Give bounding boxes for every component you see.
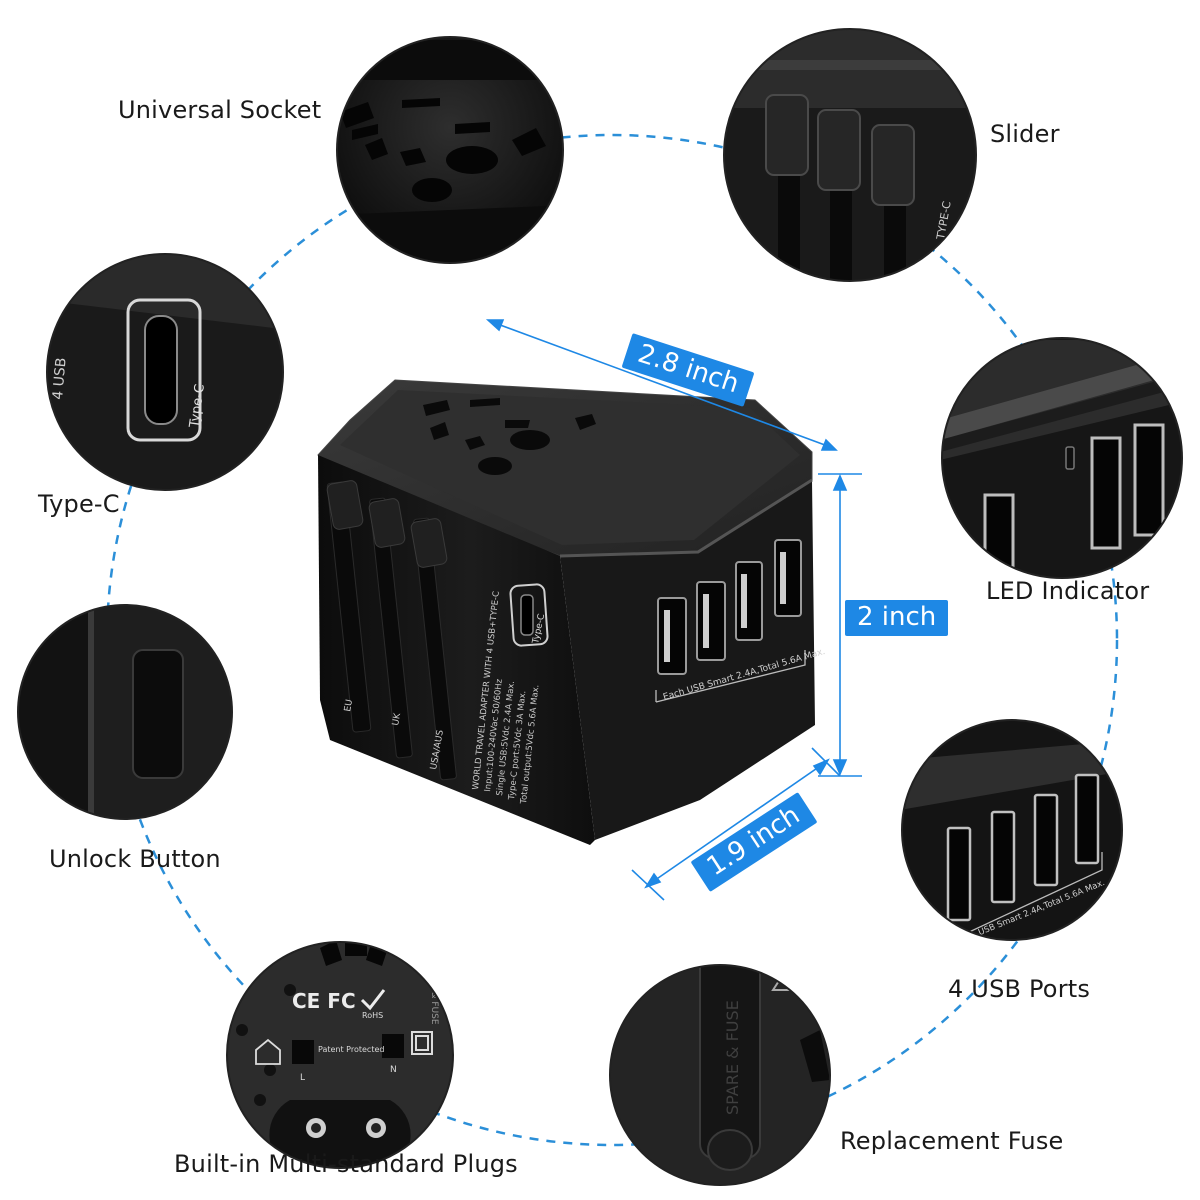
led-indicator-closeup — [941, 337, 1183, 579]
dimension-arrows — [485, 319, 862, 901]
label-unlock-button: Unlock Button — [49, 845, 221, 873]
label-slider: Slider — [990, 120, 1060, 148]
cert-marks: CE FC — [292, 989, 356, 1013]
usb-fragment-text: 4 USB — [50, 357, 70, 400]
universal-socket-closeup — [336, 36, 564, 264]
label-builtin-plugs: Built-in Multi-standard Plugs — [174, 1150, 518, 1178]
dimension-height: 2 inch — [845, 600, 949, 636]
label-led-indicator: LED Indicator — [986, 577, 1150, 605]
replacement-fuse-closeup: SPARE & FUSE — [609, 964, 831, 1186]
label-universal-socket: Universal Socket — [118, 96, 322, 124]
patent-text: Patent Protected — [318, 1045, 384, 1054]
builtin-plugs-closeup: CE FC RoHS Patent Protected L N SPARE & … — [226, 941, 454, 1169]
slider-closeup: TYPE-C — [723, 28, 977, 282]
travel-adapter: Each USB Smart 2.4A,Total 5.6A Max. Type… — [317, 379, 826, 845]
rohs-mark: RoHS — [362, 1011, 383, 1020]
plug-label-eu: EU — [343, 699, 355, 713]
spare-fuse-text: SPARE & FUSE — [723, 1000, 742, 1115]
label-usb-ports: 4 USB Ports — [948, 975, 1091, 1003]
plug-neutral-label: N — [390, 1065, 397, 1075]
usb-ports-closeup: Each USB Smart 2.4A,Total 5.6A Max. — [901, 719, 1123, 941]
plug-label-uk: UK — [391, 711, 403, 726]
type-c-closeup-label: Type-C — [187, 383, 208, 429]
plug-live-label: L — [300, 1073, 305, 1083]
type-c-closeup: Type-C 4 USB — [46, 253, 284, 491]
unlock-button-closeup — [17, 604, 233, 820]
label-type-c: Type-C — [38, 490, 120, 518]
label-replacement-fuse: Replacement Fuse — [840, 1127, 1064, 1155]
